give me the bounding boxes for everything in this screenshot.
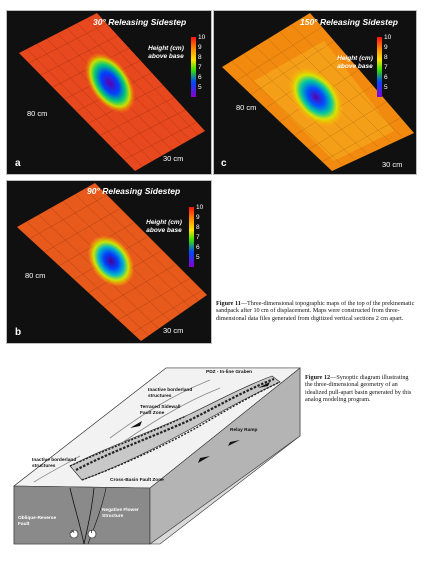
basin-depression-b — [87, 235, 135, 287]
basin-depression-c — [288, 67, 344, 127]
away-symbol — [69, 529, 79, 539]
label-symbol-a: A — [71, 530, 75, 535]
topography-map-c — [222, 13, 414, 171]
panel-b: 90° Releasing Sidestep Height (cm) above… — [6, 180, 212, 344]
panel-title-a: 30° Releasing Sidestep — [93, 17, 187, 27]
label-negative-flower: Negative Flower Structure — [102, 508, 139, 519]
label-pdz: PDZ - In-line Graben — [206, 370, 253, 375]
width-label-b: 30 cm — [163, 326, 184, 335]
length-label-a: 80 cm — [27, 109, 48, 118]
cross-basin-fault — [75, 377, 275, 471]
topography-map-b — [17, 183, 207, 341]
label-cross-basin: Cross-Basin Fault Zone — [110, 478, 164, 483]
panel-title-b: 90° Releasing Sidestep — [87, 186, 181, 196]
panel-title-c: 150° Releasing Sidestep — [300, 17, 398, 27]
label-inactive-top: Inactive borderland structures — [148, 388, 193, 399]
panel-letter-b: b — [15, 327, 22, 338]
figure-11-caption: Figure 11—Three-dimensional topographic … — [216, 300, 415, 322]
toward-symbol — [87, 529, 97, 539]
topography-map-a — [19, 13, 205, 171]
width-label-c: 30 cm — [382, 160, 403, 169]
colorbar-c — [377, 37, 382, 97]
figure-12-diagram: PDZ - In-line Graben Inactive borderland… — [10, 366, 302, 548]
length-label-c: 80 cm — [236, 103, 257, 112]
width-label-a: 30 cm — [163, 154, 184, 163]
label-oblique: Oblique-Reverse Fault — [18, 516, 57, 527]
panel-letter-a: a — [15, 158, 21, 169]
label-terraced: Terraced Sidewall Fault Zone — [140, 405, 181, 416]
colorbar-b — [189, 207, 194, 267]
height-label-c: Height (cm) above base — [337, 55, 373, 70]
pull-apart-block-diagram — [13, 367, 301, 545]
label-relay: Relay Ramp — [230, 428, 258, 433]
basin-depression-a — [84, 52, 136, 114]
label-symbol-t: T — [90, 530, 93, 535]
panel-a: 30° Releasing Sidestep Height (cm) above… — [6, 10, 212, 175]
height-label-a: Height (cm) above base — [148, 45, 184, 60]
panel-c: 150° Releasing Sidestep Height (cm) abov… — [213, 10, 417, 175]
figure-12-caption: Figure 12—Synoptic diagram illustrating … — [305, 374, 412, 403]
colorbar-a — [191, 37, 196, 97]
length-label-b: 80 cm — [25, 271, 46, 280]
panel-letter-c: c — [221, 158, 227, 169]
height-label-b: Height (cm) above base — [146, 219, 182, 234]
label-inactive-left: Inactive borderland structures — [32, 458, 77, 469]
